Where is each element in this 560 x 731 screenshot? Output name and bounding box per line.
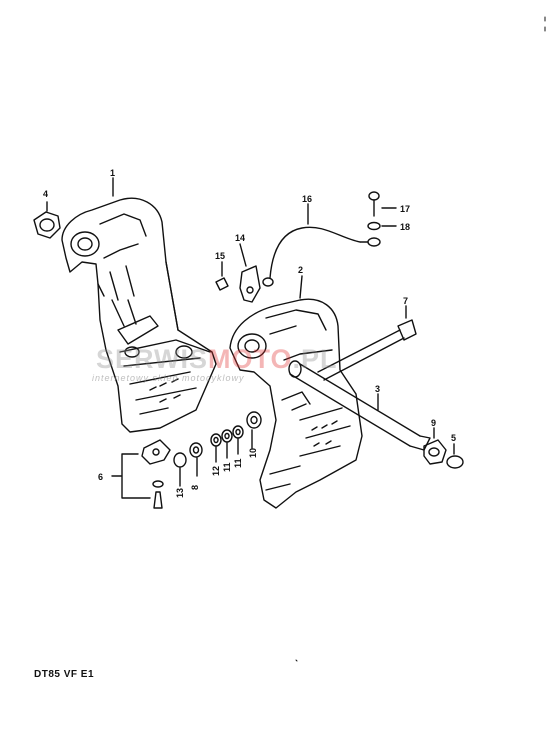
label-part-10: 10: [248, 448, 258, 458]
screw-part-15: [215, 261, 229, 291]
washer-part-11b: [232, 425, 244, 455]
watermark-brand-b: MOTO: [208, 344, 293, 374]
watermark-tagline: internetowy sklep motocyklowy: [92, 373, 245, 383]
washer-part-10: [246, 411, 262, 449]
label-part-16: 16: [302, 194, 312, 204]
plate-part-6: [111, 439, 171, 509]
label-part-4: 4: [43, 189, 48, 199]
label-part-11b: 11: [233, 458, 243, 468]
clamp-bracket-right: [229, 298, 363, 509]
watermark-brand-a: SERWIS: [96, 344, 209, 374]
ground-wire-part-16: [262, 203, 381, 287]
bushing-part-8: [189, 442, 203, 477]
label-part-7: 7: [403, 296, 408, 306]
washer-part-18: [367, 221, 397, 231]
label-part-14: 14: [235, 233, 245, 243]
label-part-17: 17: [400, 204, 410, 214]
diagram-code: DT85 VF E1: [34, 669, 95, 680]
label-part-6: 6: [98, 472, 103, 482]
scan-marks: [295, 16, 546, 662]
watermark-brand-c: .PL: [292, 344, 338, 374]
label-part-8: 8: [190, 485, 200, 490]
label-part-18: 18: [400, 222, 410, 232]
label-part-3: 3: [375, 384, 380, 394]
nut-part-4: [33, 201, 61, 239]
tilt-tube-part-3: [288, 360, 431, 451]
label-part-1: 1: [110, 168, 115, 178]
bolt-part-7: [317, 305, 417, 381]
part-labels: 1 2 3 4 5 6 7 8 9 10 11 11 12 13 14 15 1…: [43, 168, 456, 498]
washer-part-11a: [221, 429, 233, 459]
label-part-2: 2: [298, 265, 303, 275]
label-part-11a: 11: [222, 462, 232, 472]
label-part-9: 9: [431, 418, 436, 428]
washer-part-12: [210, 433, 222, 463]
cap-part-5: [446, 443, 464, 469]
label-part-12: 12: [211, 466, 221, 476]
label-part-13: 13: [175, 488, 185, 498]
watermark-logo: SERWISMOTO.PL: [96, 344, 338, 375]
label-part-5: 5: [451, 433, 456, 443]
clamp-bracket-left: [61, 197, 217, 433]
clip-part-14: [239, 243, 261, 303]
screw-part-17: [368, 191, 397, 217]
nut-part-9: [423, 427, 447, 465]
label-part-15: 15: [215, 251, 225, 261]
bushing-part-13: [173, 452, 187, 487]
leader-part-2: [299, 275, 303, 299]
